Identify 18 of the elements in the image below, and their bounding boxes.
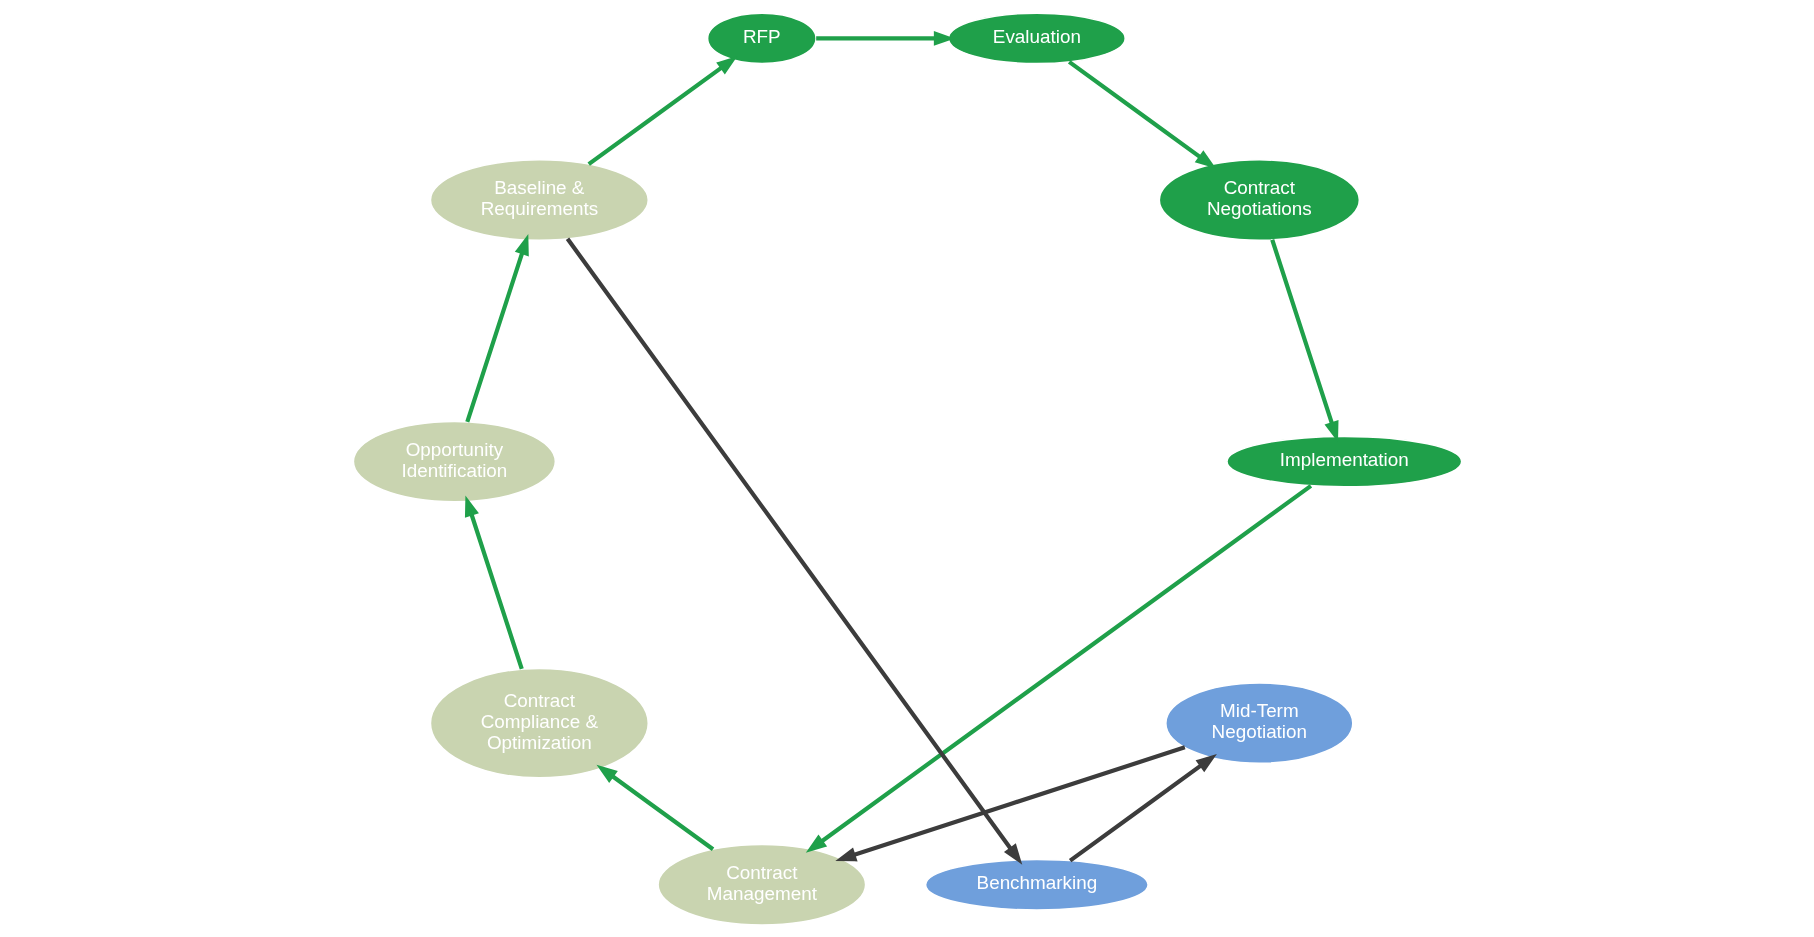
arrow [834,744,1185,861]
arrow [1067,59,1216,169]
node-ellipse: Contract Negotiations [1158,158,1360,241]
arrow [565,237,1022,865]
node-ellipse: Baseline & Requirements [429,158,649,241]
arrow [464,495,524,670]
node-ellipse: RFP [706,11,817,64]
node-ellipse: Benchmarking [924,858,1149,911]
arrow [464,233,529,422]
arrow [587,55,737,166]
arrow [1068,753,1217,862]
node-ellipse: Opportunity Identification [352,420,556,503]
arrow [805,483,1312,853]
arrow [596,764,714,851]
node-ellipse: Contract Compliance & Optimization [429,667,649,779]
node-ellipse: Mid-Term Negotiation [1164,681,1354,764]
node-ellipse: Evaluation [947,11,1126,64]
node-ellipse: Implementation [1225,435,1462,488]
